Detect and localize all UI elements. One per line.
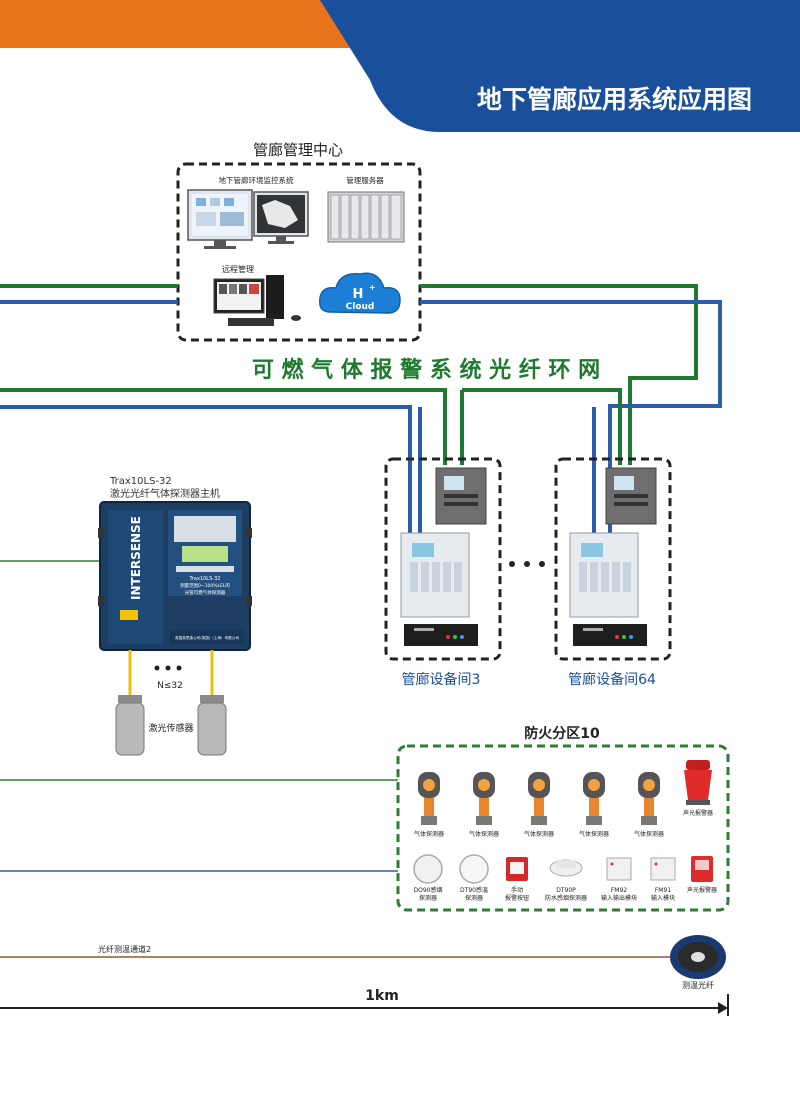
device-label-7a: 声光报警器 (687, 886, 717, 894)
io-module-icon (606, 857, 632, 881)
gas-detector-label-3: 气体探测器 (524, 830, 554, 838)
smoke-detector-icon (413, 854, 443, 884)
device-label-3b: 报警按钮 (505, 894, 529, 902)
room-3-recorder-icon (404, 624, 478, 646)
fiber-spool-label: 测温光纤 (682, 980, 714, 990)
sensor-label: 激光传感器 (148, 722, 193, 734)
monitor-icon (187, 189, 253, 249)
device-label-1b: 探测器 (419, 894, 437, 902)
host-unit (98, 501, 252, 651)
server-icon (327, 191, 405, 243)
device-label-5a: FM92 (611, 887, 627, 894)
host-model: Trax10LS-32 (109, 476, 172, 487)
cloud-icon (318, 272, 401, 314)
fire-zone-title: 防火分区10 (524, 725, 600, 742)
sensor-cables (128, 650, 214, 695)
device-label-5b: 输入输出模块 (601, 894, 637, 902)
cloud-h: H (353, 287, 364, 302)
strobe-alarm-icon (691, 856, 713, 882)
host-panel-line2: 光管可燃气体探测器 (185, 589, 226, 596)
fiber-channel-label: 光纤测温通道2 (98, 944, 151, 954)
fiber-spool-icon (670, 935, 726, 979)
device-label-2b: 探测器 (465, 894, 483, 902)
host-panel-line1: 测量范围0~100%LEL的 (180, 582, 230, 589)
equipment-room-3-label: 管廊设备间3 (402, 671, 481, 688)
device-label-6b: 输入模块 (651, 894, 675, 902)
gas-detector-label-4: 气体探测器 (579, 830, 609, 838)
field-lines (0, 560, 678, 958)
host-brand: INTERSENSE (129, 516, 143, 600)
fiber-ring-lines (0, 284, 722, 535)
equipment-room-64-box (554, 457, 672, 661)
room-64-recorder-icon (573, 624, 647, 646)
control-center-title: 管廊管理中心 (253, 141, 343, 159)
input-module-icon (650, 857, 676, 881)
gas-detector-label-1: 气体探测器 (414, 830, 444, 838)
monitor-map-icon (253, 191, 309, 244)
remote-workstation-icon (213, 275, 301, 326)
gas-detector-icons (418, 772, 660, 825)
header-blue-band (320, 0, 800, 132)
alarm-siren-icon (684, 760, 712, 805)
device-label-2a: DT90感温 (460, 886, 488, 894)
room-64-panel-icon (569, 532, 639, 618)
device-label-4b: 防水感烟探测器 (545, 894, 587, 902)
cloud-text: Cloud (346, 302, 375, 312)
remote-label: 远程管理 (222, 264, 254, 274)
control-center-box (176, 162, 422, 342)
room-64-controller-icon (605, 467, 657, 525)
page-title: 地下管廊应用系统应用图 (477, 85, 752, 114)
device-label-6a: FM91 (655, 887, 671, 894)
host-panel-model: Trax10LS-32 (189, 576, 221, 582)
room-3-panel-icon (400, 532, 470, 618)
fire-device-icons (413, 854, 713, 884)
gas-detector-label-5: 气体探测器 (634, 830, 664, 838)
monitor-system-label: 地下管廊环境监控系统 (219, 175, 294, 185)
heat-detector-icon (459, 854, 489, 884)
manual-call-point-icon (506, 857, 528, 881)
network-label: 可 燃 气 体 报 警 系 统 光 纤 环 网 (252, 357, 600, 383)
server-label: 管理服务器 (346, 175, 384, 185)
equipment-room-64-label: 管廊设备间64 (568, 671, 656, 688)
fire-zone-box (396, 744, 730, 912)
host-company: 英国英思森公司(英国)（上海）有限公司 (175, 635, 239, 640)
gas-detector-label-2: 气体探测器 (469, 830, 499, 838)
sensor-dots (154, 665, 182, 671)
alarm-top-label: 声光报警器 (683, 809, 713, 817)
sensor-count: N≤32 (157, 681, 183, 691)
cloud-plus: + (369, 283, 376, 292)
distance-label: 1km (365, 988, 399, 1004)
device-label-4a: DT90P (556, 887, 576, 894)
device-label-3a: 手动 (511, 886, 523, 894)
header-orange-band (0, 0, 360, 48)
ellipsis-dots (509, 561, 545, 567)
equipment-room-3-box (384, 457, 502, 661)
laser-sensor-icon (115, 695, 227, 756)
device-label-1a: DO90感烟 (414, 886, 443, 894)
distance-arrow (0, 994, 729, 1016)
room-3-controller-icon (435, 467, 487, 525)
host-name: 激光光纤气体探测器主机 (110, 487, 220, 500)
waterproof-smoke-detector-icon (549, 859, 583, 877)
